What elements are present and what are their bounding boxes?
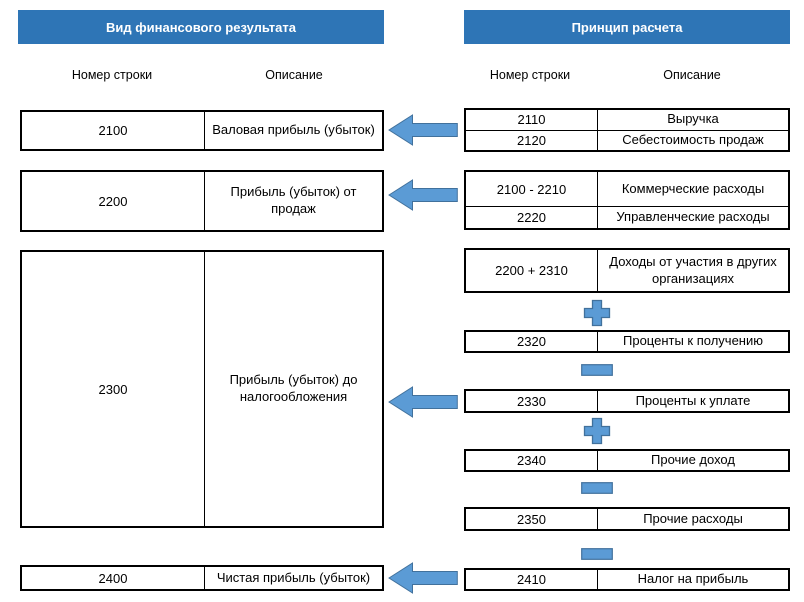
table-row-2400: 2400 Чистая прибыль (убыток)	[20, 565, 384, 591]
row-number-cell: 2100 - 2210	[466, 172, 598, 206]
row-number-cell: 2300	[22, 252, 205, 526]
row-number-cell: 2200 + 2310	[466, 250, 598, 291]
table-row-2340: 2340 Прочие доход	[464, 449, 790, 472]
row-description-cell: Проценты к получению	[623, 333, 763, 349]
table-group-expenses: 2100 - 2210 Коммерческие расходы 2220 Уп…	[464, 170, 790, 230]
plus-icon	[583, 299, 611, 327]
row-number-cell: 2350	[466, 509, 598, 529]
table-row-2410: 2410 Налог на прибыль	[464, 568, 790, 591]
left-arrow-icon	[388, 561, 458, 595]
table-row-2220: 2220 Управленческие расходы	[466, 207, 788, 228]
table-row-2120: 2120 Себестоимость продаж	[466, 130, 788, 150]
row-number-cell: 2400	[22, 567, 205, 589]
row-description-cell: Прочие доход	[651, 452, 735, 468]
row-description-cell: Прибыль (убыток) от продаж	[230, 184, 357, 216]
minus-icon	[581, 364, 613, 376]
table-row-2100: 2100 Валовая прибыль (убыток)	[20, 110, 384, 151]
left-panel-header: Вид финансового результата	[18, 10, 384, 44]
minus-icon	[581, 548, 613, 560]
row-number-cell: 2320	[466, 332, 598, 351]
row-number-cell: 2110	[466, 110, 598, 130]
right-panel-header: Принцип расчета	[464, 10, 790, 44]
row-number-cell: 2410	[466, 570, 598, 589]
table-row-2310: 2200 + 2310 Доходы от участия в других о…	[464, 248, 790, 293]
row-number-cell: 2200	[22, 172, 205, 230]
left-column-label-description: Описание	[265, 68, 323, 82]
row-number-cell: 2120	[466, 130, 598, 150]
table-row-2350: 2350 Прочие расходы	[464, 507, 790, 531]
left-arrow-icon	[388, 385, 458, 419]
table-row-2200: 2200 Прибыль (убыток) от продаж	[20, 170, 384, 232]
table-row-2210: 2100 - 2210 Коммерческие расходы	[466, 172, 788, 207]
row-description-cell: Валовая прибыль (убыток)	[212, 122, 375, 138]
right-column-label-number: Номер строки	[489, 68, 571, 82]
row-description-cell: Прочие расходы	[643, 510, 743, 526]
plus-icon	[583, 417, 611, 445]
row-description-cell: Коммерческие расходы	[621, 180, 765, 196]
row-description-cell: Проценты к уплате	[635, 392, 751, 408]
row-number-cell: 2220	[466, 207, 598, 228]
row-description-cell: Выручка	[667, 111, 719, 127]
row-description-cell: Себестоимость продаж	[622, 131, 764, 147]
row-number-cell: 2330	[466, 391, 598, 411]
minus-icon	[581, 482, 613, 494]
row-description-cell: Налог на прибыль	[637, 571, 749, 587]
row-number-cell: 2340	[466, 451, 598, 470]
left-arrow-icon	[388, 113, 458, 147]
left-column-label-number: Номер строки	[71, 68, 153, 82]
row-description-cell: Чистая прибыль (убыток)	[216, 569, 371, 585]
table-row-2330: 2330 Проценты к уплате	[464, 389, 790, 413]
row-description-cell: Прибыль (убыток) до налогообложения	[229, 372, 358, 404]
table-row-2320: 2320 Проценты к получению	[464, 330, 790, 353]
left-arrow-icon	[388, 178, 458, 212]
row-description-cell: Доходы от участия в других организациях	[609, 253, 777, 286]
table-row-2110: 2110 Выручка	[466, 110, 788, 131]
table-group-revenue: 2110 Выручка 2120 Себестоимость продаж	[464, 108, 790, 152]
table-row-2300: 2300 Прибыль (убыток) до налогообложения	[20, 250, 384, 528]
row-number-cell: 2100	[22, 112, 205, 149]
row-description-cell: Управленческие расходы	[616, 209, 770, 225]
right-column-label-description: Описание	[663, 68, 721, 82]
